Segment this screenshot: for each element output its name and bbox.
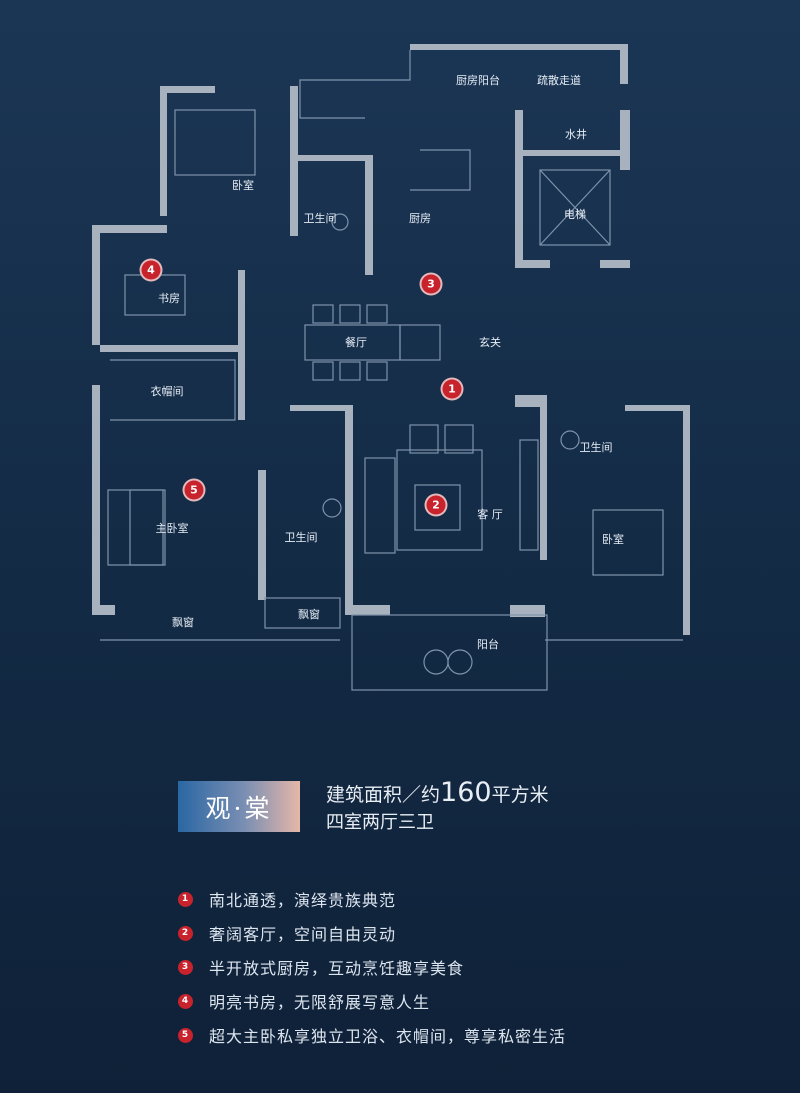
marker-3: 3 bbox=[421, 274, 441, 294]
marker-1: 1 bbox=[442, 379, 462, 399]
unit-layout: 四室两厅三卫 bbox=[326, 812, 434, 833]
area-value: 160 bbox=[440, 777, 492, 808]
room-label-master-bedroom: 主卧室 bbox=[155, 522, 189, 535]
feature-list: 1 南北通透，演绎贵族典范 2 奢阔客厅，空间自由灵动 3 半开放式厨房，互动烹饪趣享… bbox=[178, 882, 566, 1052]
feature-number: 5 bbox=[178, 1027, 193, 1043]
feature-item: 5 超大主卧私享独立卫浴、衣帽间，尊享私密生活 bbox=[178, 1018, 566, 1052]
room-label-bath-master: 卫生间 bbox=[284, 531, 318, 544]
room-label-foyer: 玄关 bbox=[479, 336, 501, 349]
room-label-closet: 衣帽间 bbox=[150, 385, 184, 398]
marker-2: 2 bbox=[426, 495, 446, 515]
feature-text: 奢阔客厅，空间自由灵动 bbox=[209, 925, 397, 944]
area-prefix: 建筑面积／约 bbox=[326, 784, 441, 806]
feature-text: 明亮书房，无限舒展写意人生 bbox=[209, 993, 431, 1012]
marker-4: 4 bbox=[141, 260, 161, 280]
feature-number: 2 bbox=[178, 925, 193, 941]
feature-item: 1 南北通透，演绎贵族典范 bbox=[178, 882, 566, 916]
room-label-bedroom-north: 卧室 bbox=[232, 179, 254, 192]
feature-number: 4 bbox=[178, 993, 193, 1009]
floor-plan-drawing bbox=[92, 44, 690, 691]
room-label-dining: 餐厅 bbox=[345, 336, 367, 349]
room-label-balcony: 阳台 bbox=[477, 638, 499, 651]
room-label-bath-north: 卫生间 bbox=[303, 212, 337, 225]
feature-text: 半开放式厨房，互动烹饪趣享美食 bbox=[209, 959, 465, 978]
area-unit: 平方米 bbox=[491, 784, 549, 806]
room-label-bay-window-2: 飘窗 bbox=[298, 608, 320, 621]
feature-item: 2 奢阔客厅，空间自由灵动 bbox=[178, 916, 566, 950]
feature-text: 南北通透，演绎贵族典范 bbox=[209, 891, 397, 910]
building-area: 建筑面积／约160平方米 bbox=[326, 777, 549, 808]
unit-name: 观·棠 bbox=[205, 793, 273, 823]
walls bbox=[92, 44, 690, 635]
feature-number: 1 bbox=[178, 891, 193, 907]
room-label-evac-corridor: 疏散走道 bbox=[537, 74, 581, 87]
room-label-bath-east: 卫生间 bbox=[579, 441, 613, 454]
feature-item: 3 半开放式厨房，互动烹饪趣享美食 bbox=[178, 950, 566, 984]
unit-name-badge: 观·棠 bbox=[178, 781, 300, 832]
room-label-elevator: 电梯 bbox=[564, 208, 586, 221]
marker-5: 5 bbox=[184, 480, 204, 500]
room-label-kitchen: 厨房 bbox=[409, 212, 431, 225]
feature-item: 4 明亮书房，无限舒展写意人生 bbox=[178, 984, 566, 1018]
room-label-water-shaft: 水井 bbox=[565, 128, 587, 141]
room-label-living: 客 厅 bbox=[477, 508, 503, 521]
room-label-bay-window-1: 飘窗 bbox=[172, 616, 194, 629]
room-label-study: 书房 bbox=[158, 292, 180, 305]
room-label-bedroom-east: 卧室 bbox=[602, 533, 624, 546]
feature-text: 超大主卧私享独立卫浴、衣帽间，尊享私密生活 bbox=[209, 1027, 567, 1046]
room-label-kitchen-balcony: 厨房阳台 bbox=[456, 74, 500, 87]
feature-number: 3 bbox=[178, 959, 193, 975]
plan-outlines bbox=[100, 50, 683, 691]
